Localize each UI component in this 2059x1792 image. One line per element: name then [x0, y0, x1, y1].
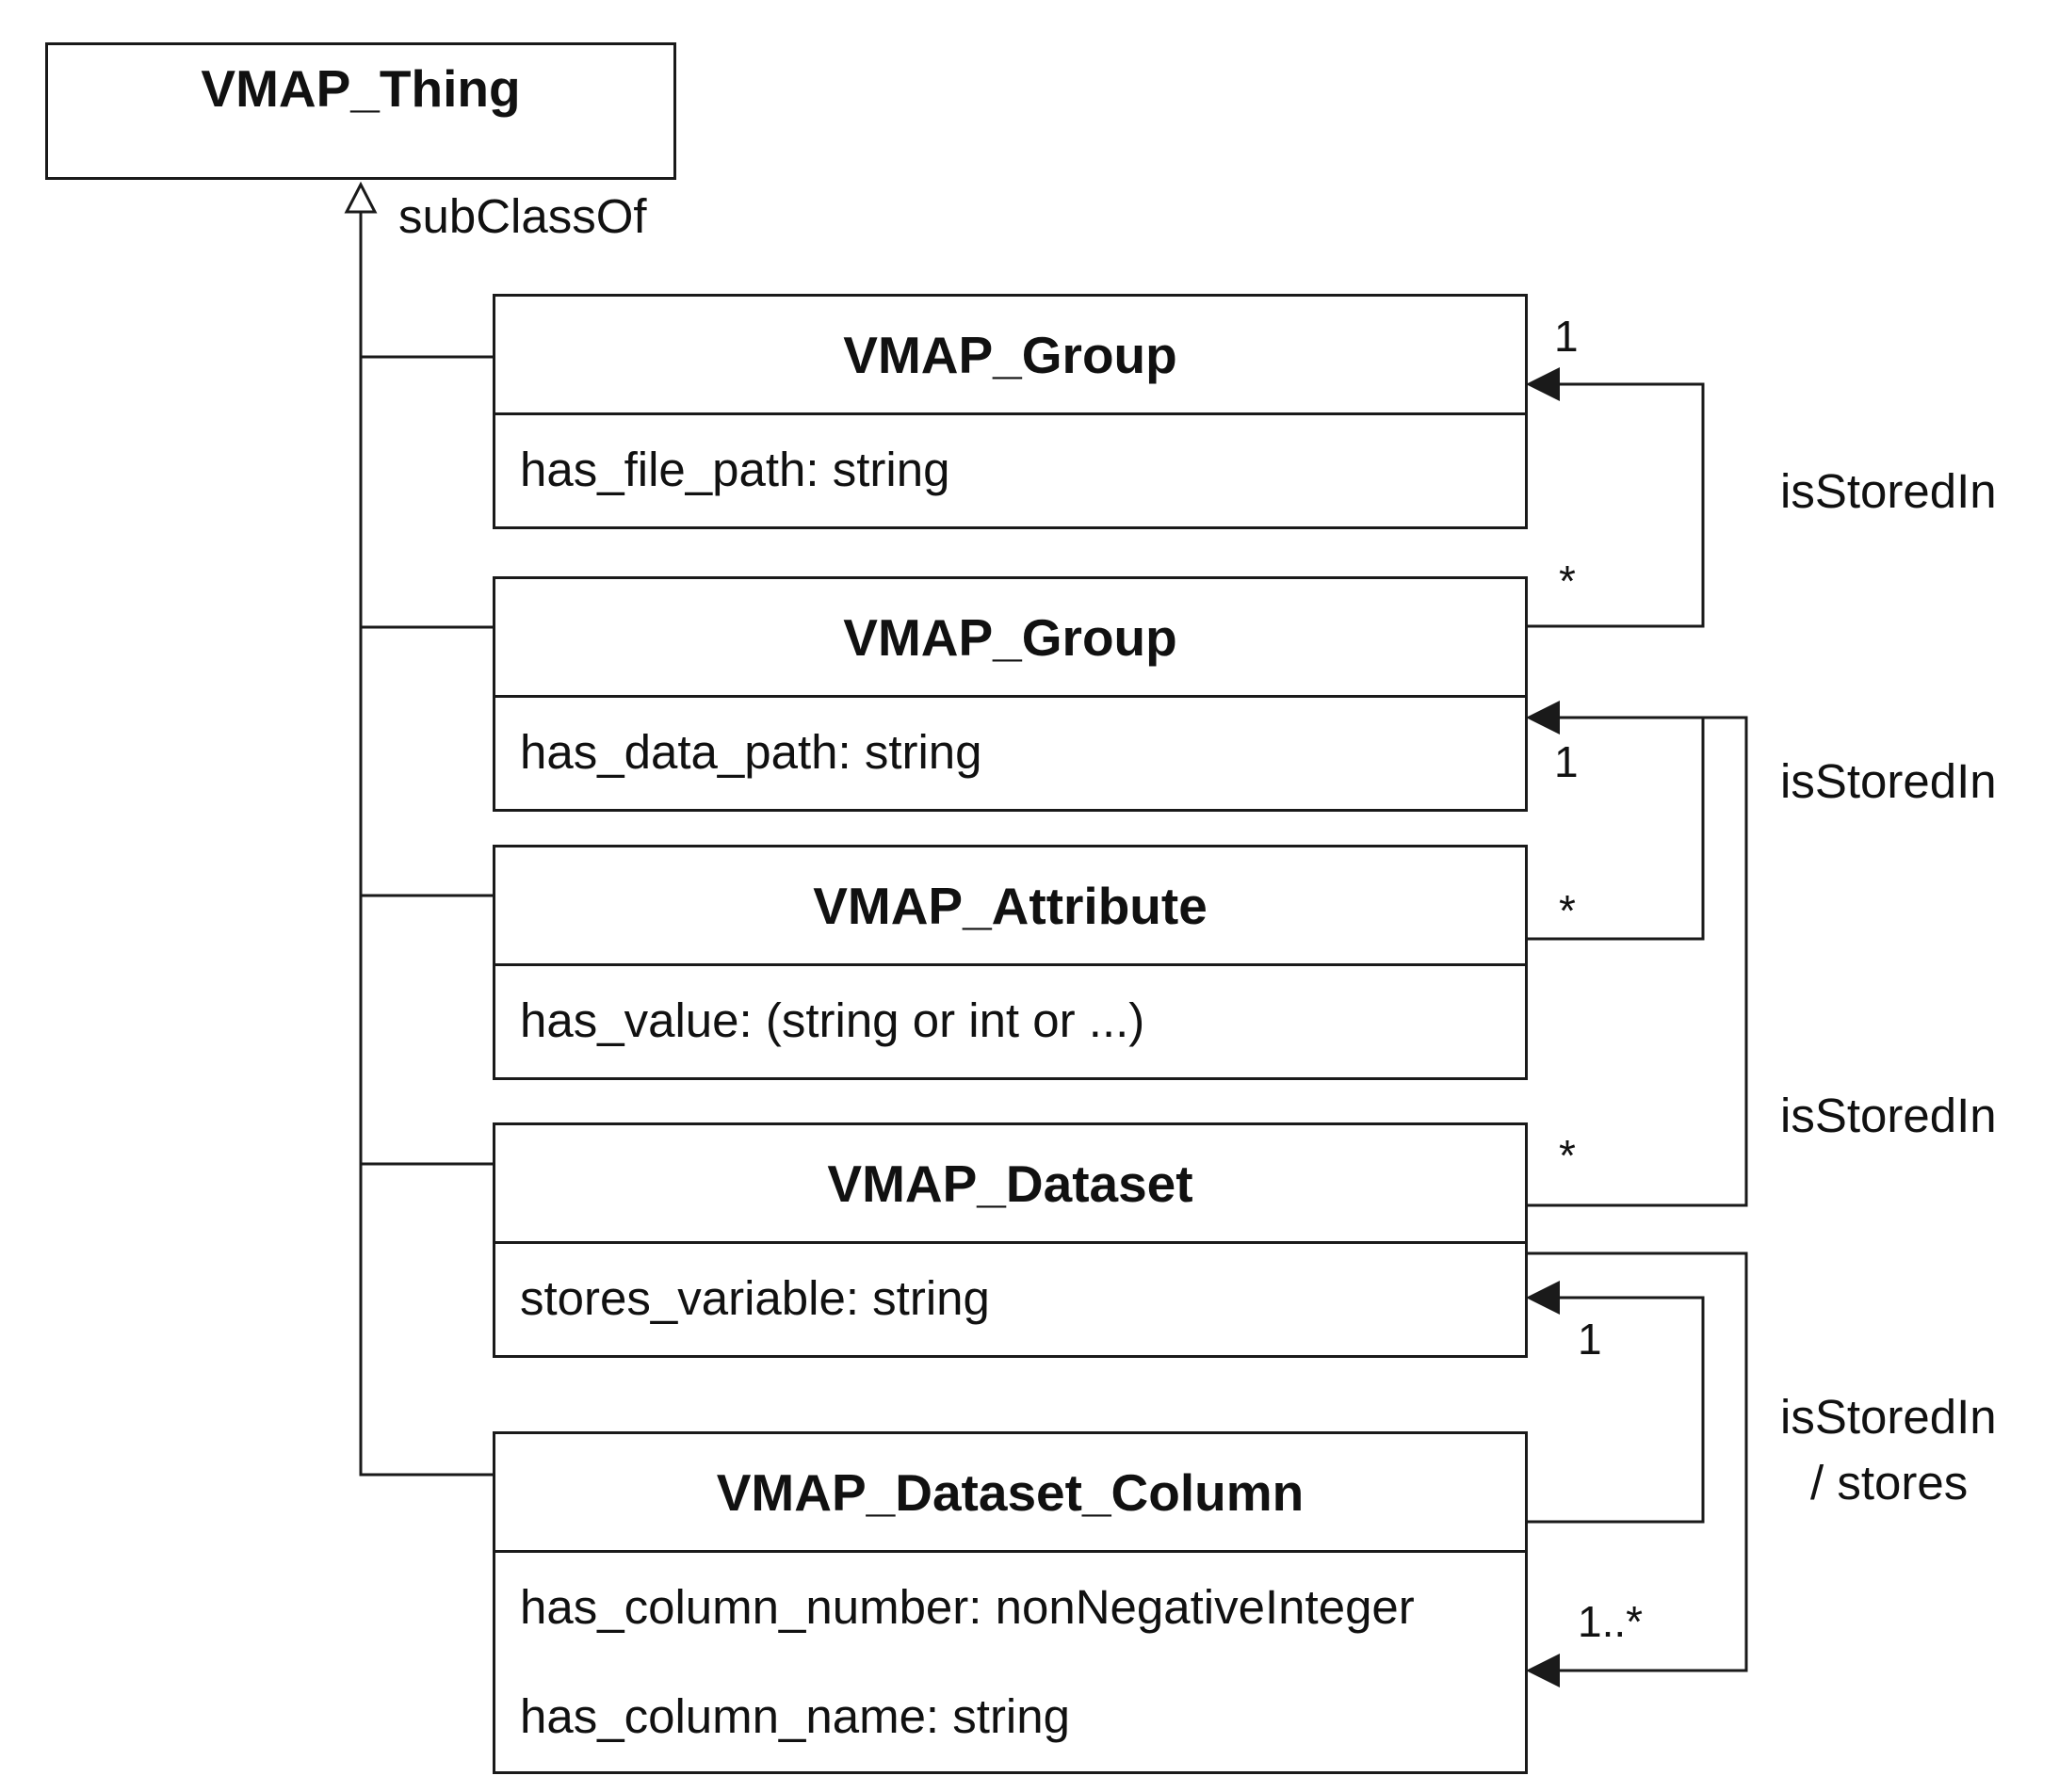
class-attribute: has_column_name: string [520, 1689, 1070, 1743]
stored-in-line-3 [1525, 716, 1748, 1207]
stored-in-line-1 [1525, 382, 1705, 628]
multiplicity-dataset-many: * [1559, 1131, 1576, 1180]
class-name: VMAP_Group [495, 297, 1525, 415]
class-vmap-dataset: VMAP_Dataset stores_variable: string [493, 1122, 1528, 1358]
stored-in-label-4: isStoredIn [1780, 1390, 1997, 1444]
arrowhead-column [1526, 1654, 1560, 1687]
class-vmap-attribute: VMAP_Attribute has_value: (string or int… [493, 845, 1528, 1080]
class-name: VMAP_Group [495, 579, 1525, 698]
multiplicity-group-data-many: * [1559, 557, 1576, 605]
arrowhead-group-file [1526, 367, 1560, 401]
class-vmap-group-data: VMAP_Group has_data_path: string [493, 576, 1528, 812]
stored-in-line-4a [1525, 1296, 1705, 1524]
class-attribute: has_file_path: string [520, 443, 950, 496]
multiplicity-attribute: * [1559, 886, 1576, 935]
subclass-trunk-line [359, 209, 494, 1477]
multiplicity-group-file: 1 [1554, 312, 1579, 361]
stored-in-line-2 [1525, 716, 1705, 941]
stored-in-label-3: isStoredIn [1780, 1089, 1997, 1142]
class-vmap-thing: VMAP_Thing [45, 42, 676, 180]
multiplicity-dataset-one: 1 [1578, 1315, 1602, 1364]
stored-in-label-1: isStoredIn [1780, 464, 1997, 518]
class-attribute: has_column_number: nonNegativeInteger [520, 1580, 1415, 1634]
stores-label: / stores [1810, 1456, 1969, 1509]
subclass-label: subClassOf [398, 189, 647, 243]
class-name: VMAP_Dataset [495, 1125, 1525, 1244]
stores-line-4b [1525, 1251, 1748, 1672]
class-attribute: has_data_path: string [520, 725, 982, 779]
class-vmap-dataset-column: VMAP_Dataset_Column has_column_number: n… [493, 1431, 1528, 1774]
class-name: VMAP_Attribute [495, 848, 1525, 966]
multiplicity-group-data-one: 1 [1554, 737, 1579, 786]
arrowhead-dataset [1526, 1281, 1560, 1315]
arrowhead-group-data [1526, 701, 1560, 735]
class-name: VMAP_Dataset_Column [495, 1434, 1525, 1553]
class-name: VMAP_Thing [201, 59, 521, 118]
class-attribute: has_value: (string or int or ...) [520, 993, 1145, 1047]
class-attribute: stores_variable: string [520, 1271, 990, 1325]
multiplicity-column: 1..* [1578, 1597, 1644, 1646]
subclass-arrowhead [344, 181, 378, 214]
stored-in-label-2: isStoredIn [1780, 754, 1997, 808]
class-vmap-group-file: VMAP_Group has_file_path: string [493, 294, 1528, 529]
